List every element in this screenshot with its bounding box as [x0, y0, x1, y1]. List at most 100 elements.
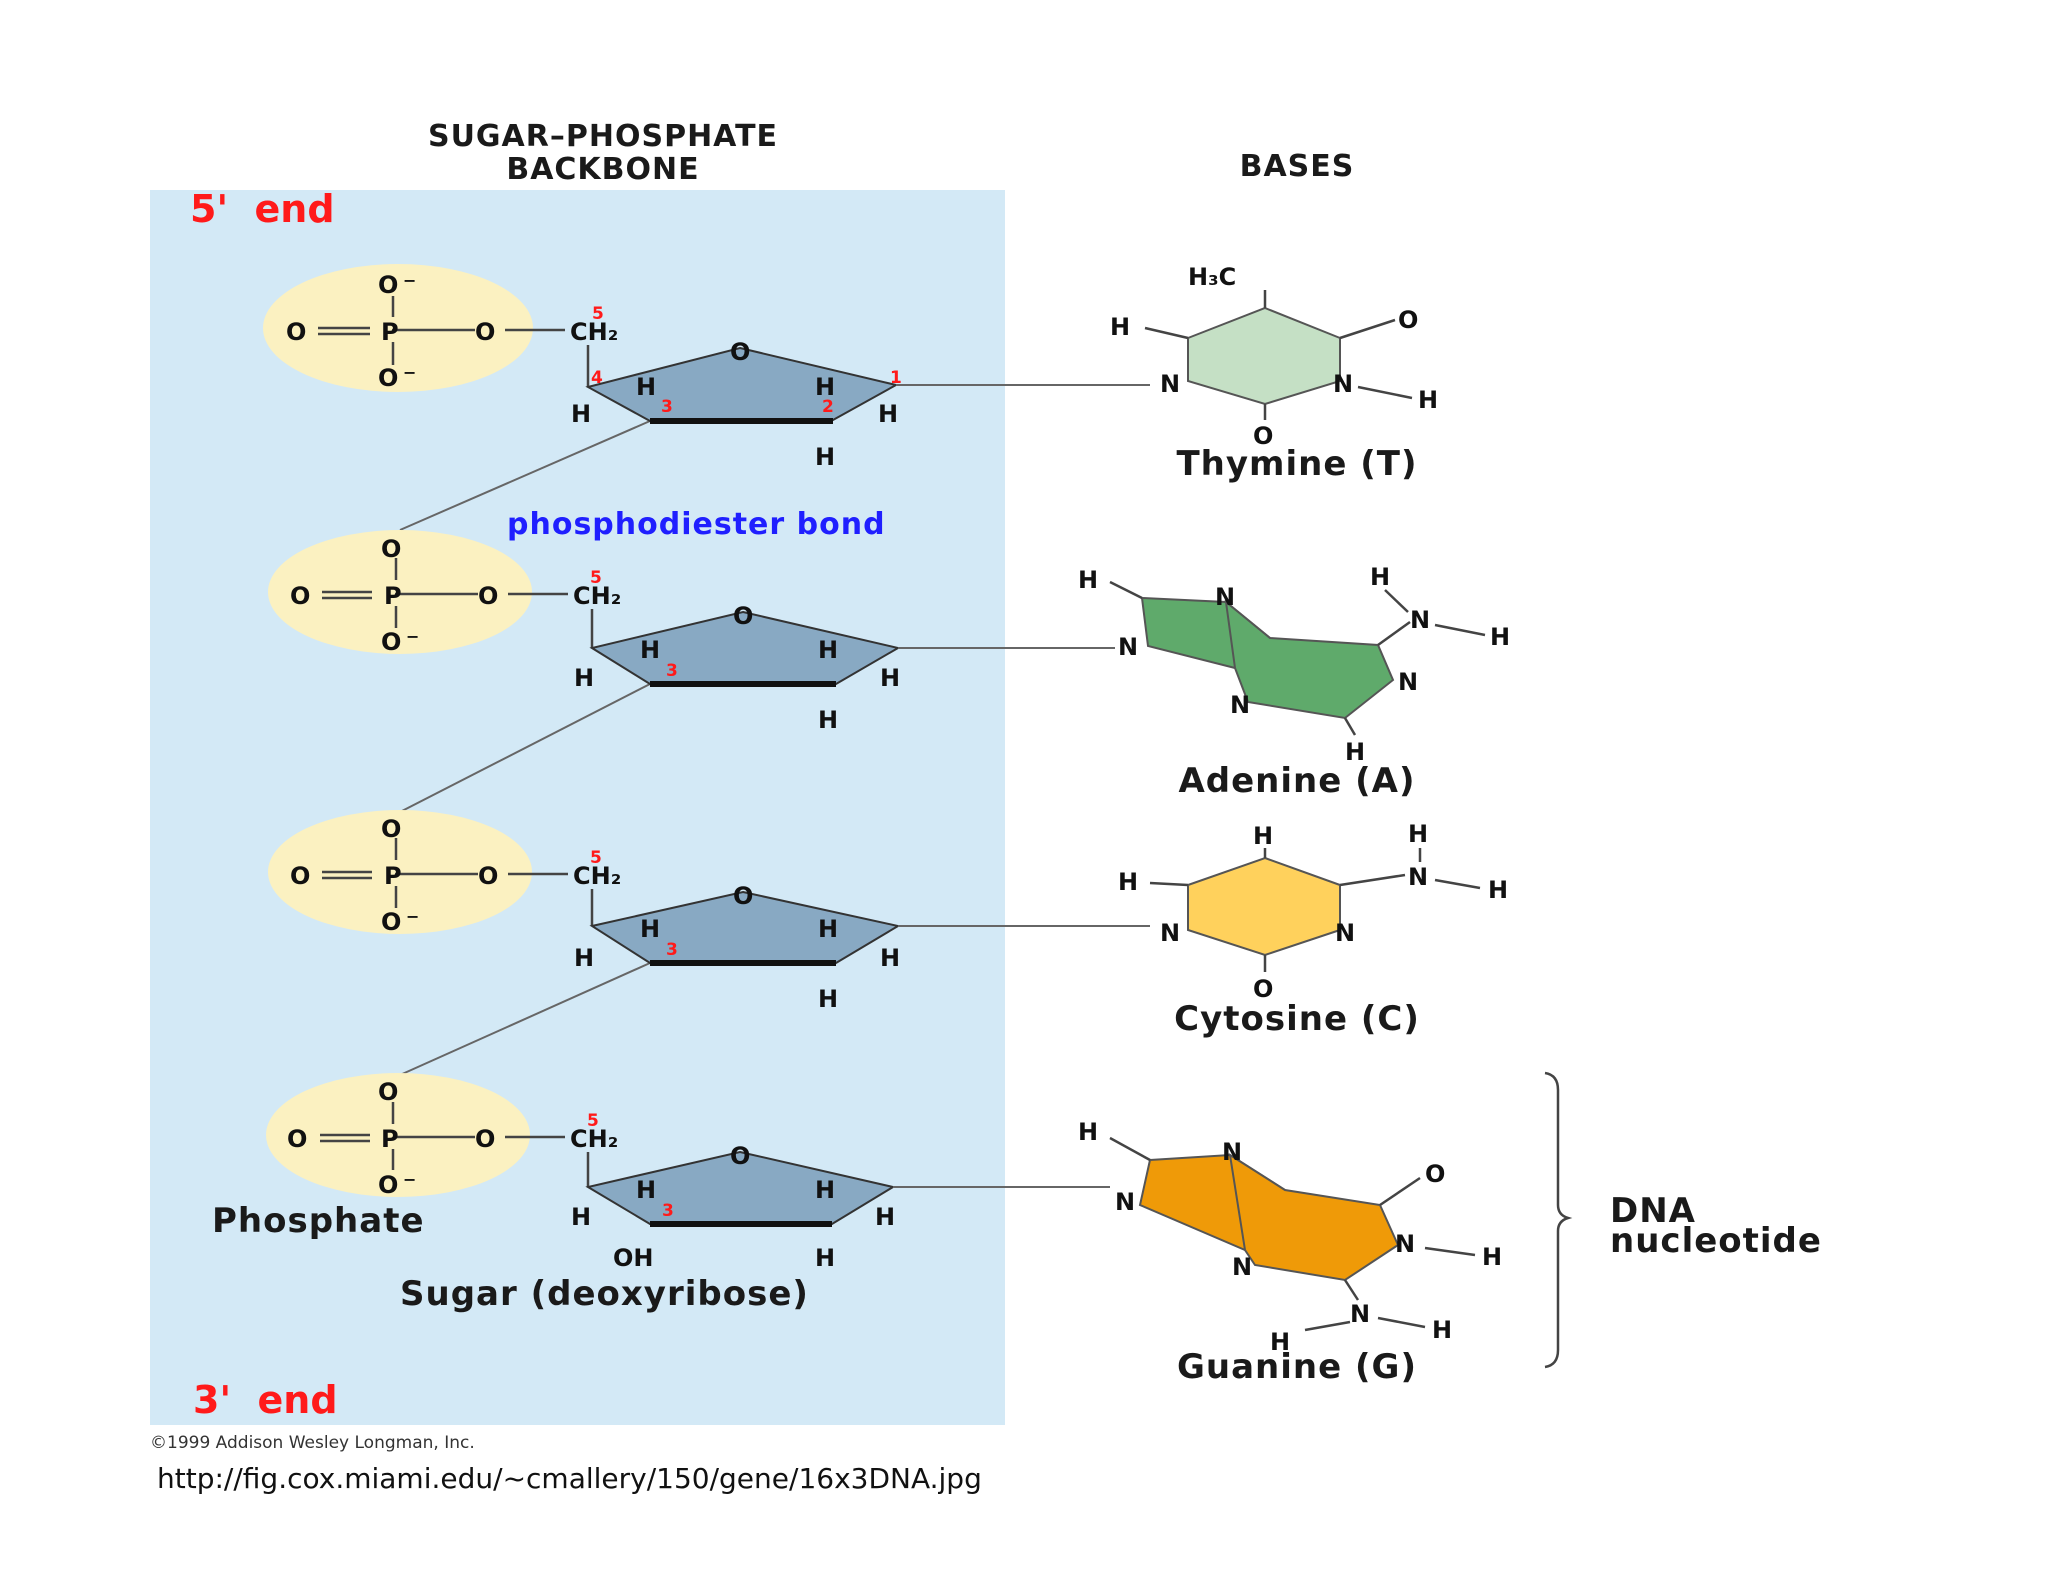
- adenine-base: H NN NN H NH H: [1078, 563, 1510, 766]
- svg-text:3: 3: [662, 1201, 674, 1221]
- svg-text:O: O: [381, 535, 401, 563]
- svg-text:H: H: [1482, 1243, 1502, 1271]
- phosphate-disc: [266, 1073, 530, 1197]
- cytosine-label: Cytosine (C): [1174, 999, 1420, 1039]
- svg-text:H: H: [1432, 1316, 1452, 1344]
- svg-text:N: N: [1160, 919, 1180, 947]
- svg-text:H: H: [574, 664, 594, 692]
- svg-text:H: H: [1118, 868, 1138, 896]
- svg-text:N: N: [1335, 919, 1355, 947]
- svg-text:H: H: [1345, 738, 1365, 766]
- svg-text:O: O: [475, 1125, 495, 1153]
- svg-text:H: H: [574, 944, 594, 972]
- svg-text:O: O: [378, 364, 398, 392]
- svg-text:N: N: [1395, 1230, 1415, 1258]
- svg-text:N: N: [1230, 691, 1250, 719]
- svg-text:H: H: [1110, 313, 1130, 341]
- svg-text:−: −: [403, 363, 416, 382]
- thymine-label: Thymine (T): [1176, 444, 1417, 484]
- svg-text:N: N: [1118, 633, 1138, 661]
- bases-header: BASES: [1240, 149, 1355, 184]
- svg-text:H: H: [815, 1244, 835, 1272]
- svg-text:N: N: [1410, 606, 1430, 634]
- svg-text:−: −: [403, 271, 416, 290]
- phosphate-disc: [268, 810, 532, 934]
- svg-text:H: H: [818, 985, 838, 1013]
- three-prime-end-label: 3' end: [193, 1378, 338, 1422]
- phosphodiester-line-1: [399, 420, 651, 531]
- svg-text:H: H: [1270, 1328, 1290, 1356]
- svg-text:H: H: [815, 373, 835, 401]
- svg-text:H: H: [818, 706, 838, 734]
- svg-text:H: H: [818, 915, 838, 943]
- svg-text:N: N: [1350, 1300, 1370, 1328]
- svg-text:O: O: [290, 582, 310, 610]
- source-url: http://fig.cox.miami.edu/~cmallery/150/g…: [157, 1462, 982, 1495]
- svg-text:H: H: [571, 400, 591, 428]
- svg-text:H: H: [1078, 566, 1098, 594]
- svg-text:CH₂: CH₂: [570, 1125, 618, 1153]
- svg-text:O: O: [381, 815, 401, 843]
- svg-text:H: H: [878, 400, 898, 428]
- svg-text:3: 3: [666, 940, 678, 960]
- phosphodiester-line-2: [399, 683, 651, 813]
- svg-text:CH₂: CH₂: [573, 862, 621, 890]
- svg-text:2: 2: [822, 397, 834, 417]
- svg-text:H₃C: H₃C: [1188, 263, 1236, 291]
- svg-text:−: −: [406, 627, 419, 646]
- svg-text:O: O: [381, 908, 401, 936]
- svg-text:P: P: [384, 862, 402, 890]
- svg-text:P: P: [384, 582, 402, 610]
- svg-text:N: N: [1333, 370, 1353, 398]
- adenine-label: Adenine (A): [1178, 761, 1415, 801]
- svg-text:H: H: [640, 636, 660, 664]
- svg-text:5: 5: [590, 568, 602, 588]
- svg-text:H: H: [815, 443, 835, 471]
- phosphate-label: Phosphate: [212, 1201, 425, 1241]
- svg-text:CH₂: CH₂: [573, 582, 621, 610]
- adenine-ring-6: [1224, 599, 1395, 720]
- svg-text:O: O: [475, 318, 495, 346]
- svg-text:O: O: [286, 318, 306, 346]
- phosphodiester-bond-label: phosphodiester bond: [507, 507, 886, 542]
- svg-text:3: 3: [666, 661, 678, 681]
- svg-text:N: N: [1115, 1188, 1135, 1216]
- svg-text:P: P: [381, 318, 399, 346]
- guanine-label: Guanine (G): [1177, 1347, 1417, 1387]
- svg-text:H: H: [1490, 623, 1510, 651]
- svg-text:O: O: [381, 628, 401, 656]
- phosphate-disc: [268, 530, 532, 654]
- svg-text:O: O: [478, 862, 498, 890]
- svg-text:H: H: [1408, 820, 1428, 848]
- svg-text:3: 3: [661, 397, 673, 417]
- svg-text:O: O: [1398, 306, 1418, 334]
- svg-text:O: O: [478, 582, 498, 610]
- svg-text:O: O: [733, 882, 753, 910]
- dna-nucleotide-label-line2: nucleotide: [1610, 1221, 1822, 1261]
- svg-text:O: O: [1425, 1160, 1445, 1188]
- svg-text:−: −: [403, 1170, 416, 1189]
- svg-text:H: H: [571, 1203, 591, 1231]
- guanine-base: H N N N N O H N H H: [1078, 1118, 1502, 1356]
- sugar-label: Sugar (deoxyribose): [400, 1274, 809, 1314]
- svg-text:N: N: [1222, 1138, 1242, 1166]
- svg-text:−: −: [406, 907, 419, 926]
- svg-text:N: N: [1232, 1253, 1252, 1281]
- svg-text:CH₂: CH₂: [570, 318, 618, 346]
- svg-text:OH: OH: [613, 1244, 654, 1272]
- svg-text:O: O: [730, 1142, 750, 1170]
- svg-text:N: N: [1408, 863, 1428, 891]
- copyright-credit: ©1999 Addison Wesley Longman, Inc.: [150, 1433, 475, 1453]
- svg-text:N: N: [1398, 668, 1418, 696]
- svg-text:H: H: [1078, 1118, 1098, 1146]
- phosphate-disc: [263, 264, 533, 392]
- svg-text:1: 1: [890, 368, 902, 388]
- phosphodiester-line-3: [399, 962, 651, 1076]
- svg-text:N: N: [1215, 583, 1235, 611]
- svg-text:O: O: [378, 1171, 398, 1199]
- svg-text:H: H: [636, 373, 656, 401]
